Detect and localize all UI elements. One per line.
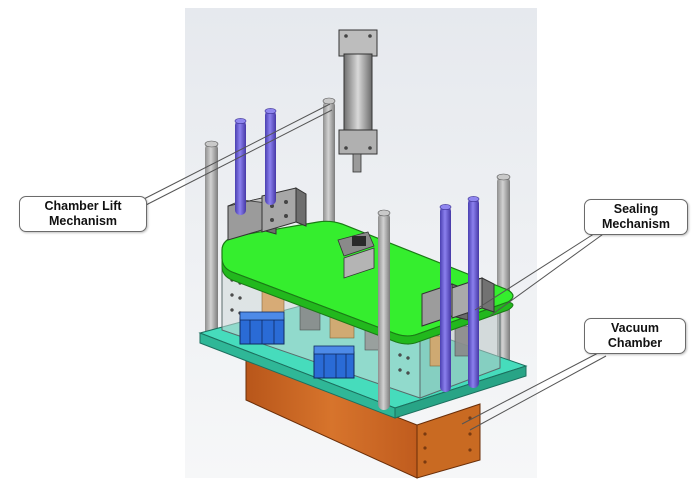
leader-sealing	[474, 229, 601, 311]
blue-terminal-block-right	[313, 345, 355, 379]
guide-rod-back-left	[205, 143, 218, 343]
lift-rod-left-1	[235, 120, 246, 215]
callout-sealing-line2: Mechanism	[601, 217, 671, 231]
callout-vacuum-line2: Chamber	[607, 336, 663, 350]
callout-vacuum-chamber: Vacuum Chamber	[584, 318, 686, 354]
callout-sealing-mechanism: Sealing Mechanism	[584, 199, 688, 235]
top-fixture	[337, 231, 375, 279]
pneumatic-cylinder	[338, 29, 378, 173]
top-plate-edge	[221, 257, 514, 345]
leader-chamber-lift	[137, 103, 331, 203]
blue-terminal-block-left	[239, 311, 285, 345]
callout-chamber-lift-mechanism: Chamber Lift Mechanism	[19, 196, 147, 232]
callout-vacuum-line1: Vacuum	[611, 321, 659, 335]
lift-rod-left-2	[265, 110, 276, 205]
seal-rod-1	[440, 206, 451, 392]
guide-rod-back-center	[323, 100, 335, 250]
leader-vacuum	[461, 351, 601, 425]
leader-lines	[137, 103, 607, 431]
callout-chamber-lift-line2: Mechanism	[48, 214, 118, 228]
guide-rod-front-center	[378, 212, 390, 410]
seal-rod-2	[468, 198, 479, 388]
base-plate-side	[394, 365, 527, 419]
callout-chamber-lift-line1: Chamber Lift	[44, 199, 122, 213]
callout-sealing-line1: Sealing	[613, 202, 659, 216]
